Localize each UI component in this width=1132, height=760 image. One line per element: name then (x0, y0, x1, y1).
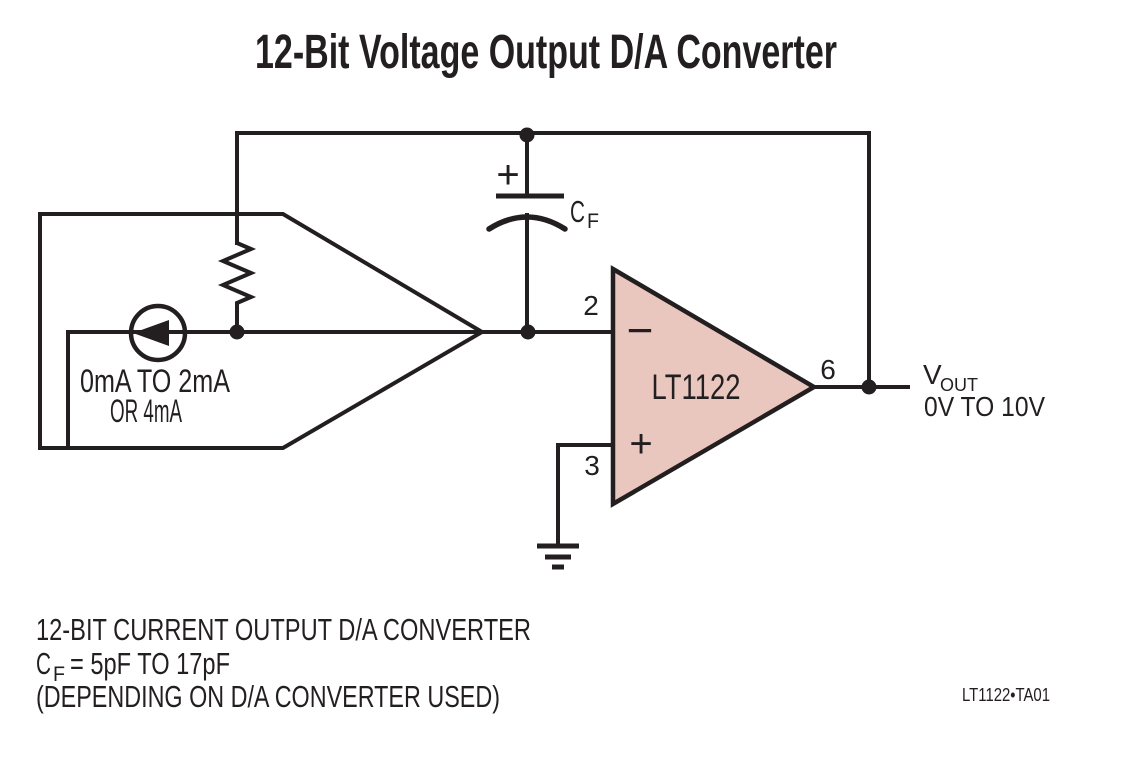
pin-2-label: 2 (583, 290, 599, 321)
resistor-symbol (217, 241, 257, 332)
opamp-part-number: LT1122 (652, 368, 741, 407)
vout-label-subscript: OUT (940, 375, 978, 395)
pin-3-label: 3 (584, 450, 600, 481)
note-line3: (DEPENDING ON D/A CONVERTER USED) (36, 679, 500, 714)
capacitor-symbol (486, 135, 568, 332)
ground-symbol (537, 543, 579, 570)
capacitor-label: C (570, 194, 585, 229)
opamp-triangle (610, 265, 819, 508)
current-range-label-line2: OR 4mA (110, 393, 182, 429)
noninverting-input-wire (556, 443, 613, 546)
current-arrow-icon (133, 320, 169, 346)
note-line2-rest: = 5pF TO 17pF (70, 646, 230, 681)
opamp-inverting-sign: − (627, 304, 654, 356)
summing-wire (66, 330, 613, 448)
current-range-label-line1: 0mA TO 2mA (80, 363, 231, 399)
page-title: 12-Bit Voltage Output D/A Converter (255, 26, 837, 79)
capacitor-polarity-sign: + (496, 153, 519, 197)
note-line2-subscript: F (53, 663, 65, 686)
junction-dot-output (861, 379, 877, 395)
junction-dot-inverting-input (520, 324, 536, 340)
vout-label: V (923, 359, 942, 390)
junction-dot-top (519, 127, 535, 143)
junction-dot-resistor (229, 324, 245, 340)
note-line2-c: C (36, 646, 51, 681)
capacitor-label-subscript: F (587, 210, 599, 233)
note-line1: 12-BIT CURRENT OUTPUT D/A CONVERTER (36, 612, 531, 647)
vout-range-label: 0V TO 10V (924, 391, 1045, 422)
current-source-symbol (128, 303, 188, 363)
feedback-wire (235, 131, 871, 387)
opamp-noninverting-sign: + (629, 422, 652, 466)
pin-6-label: 6 (820, 354, 836, 385)
dac-symbol-outline (38, 212, 486, 450)
figure-tag: LT1122•TA01 (962, 685, 1050, 705)
current-source-circle (128, 303, 188, 363)
